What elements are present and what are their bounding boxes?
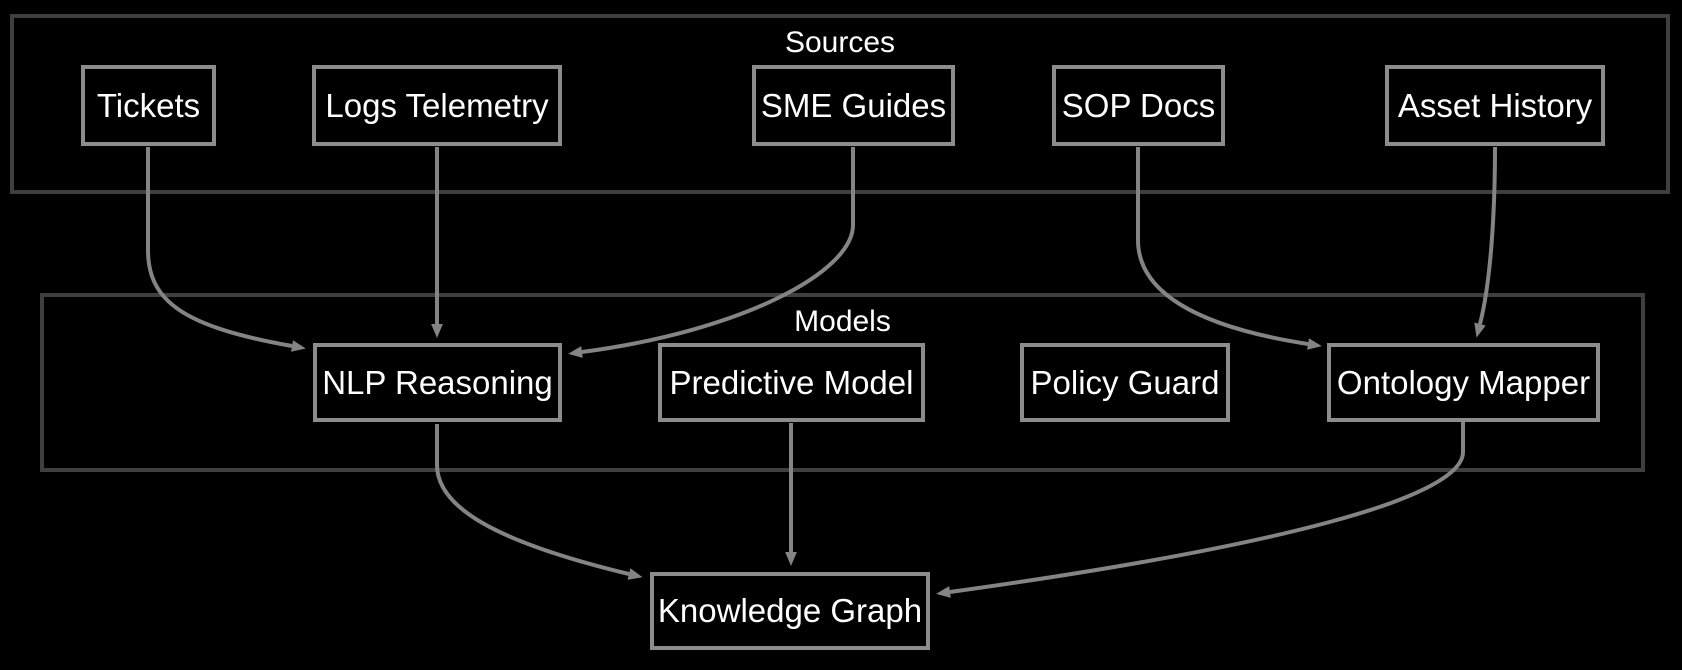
node-sop-docs: SOP Docs: [1052, 65, 1225, 146]
edge-tickets-to-nlp-reasoning: [146, 147, 306, 352]
node-predictive-model: Predictive Model: [658, 343, 925, 422]
edge-nlp-reasoning-to-knowledge-graph: [435, 424, 643, 580]
node-asset-history: Asset History: [1385, 65, 1605, 146]
edge-sme-guides-to-nlp-reasoning: [568, 147, 855, 358]
node-knowledge-graph: Knowledge Graph: [650, 572, 930, 650]
edge-asset-history-to-ontology-mapper: [1474, 146, 1497, 338]
node-logs-telemetry: Logs Telemetry: [312, 65, 562, 146]
node-ontology-mapper: Ontology Mapper: [1327, 343, 1600, 422]
cluster-models: Models: [40, 293, 1645, 472]
edge-ontology-mapper-to-knowledge-graph: [936, 422, 1465, 598]
node-policy-guard: Policy Guard: [1020, 343, 1230, 422]
node-nlp-reasoning: NLP Reasoning: [313, 343, 562, 422]
node-tickets: Tickets: [81, 65, 216, 146]
edge-sop-docs-to-ontology-mapper: [1136, 147, 1322, 350]
cluster-models-label: Models: [794, 305, 891, 338]
cluster-sources: Sources: [10, 14, 1670, 194]
node-sme-guides: SME Guides: [752, 65, 955, 146]
cluster-sources-label: Sources: [784, 26, 896, 59]
